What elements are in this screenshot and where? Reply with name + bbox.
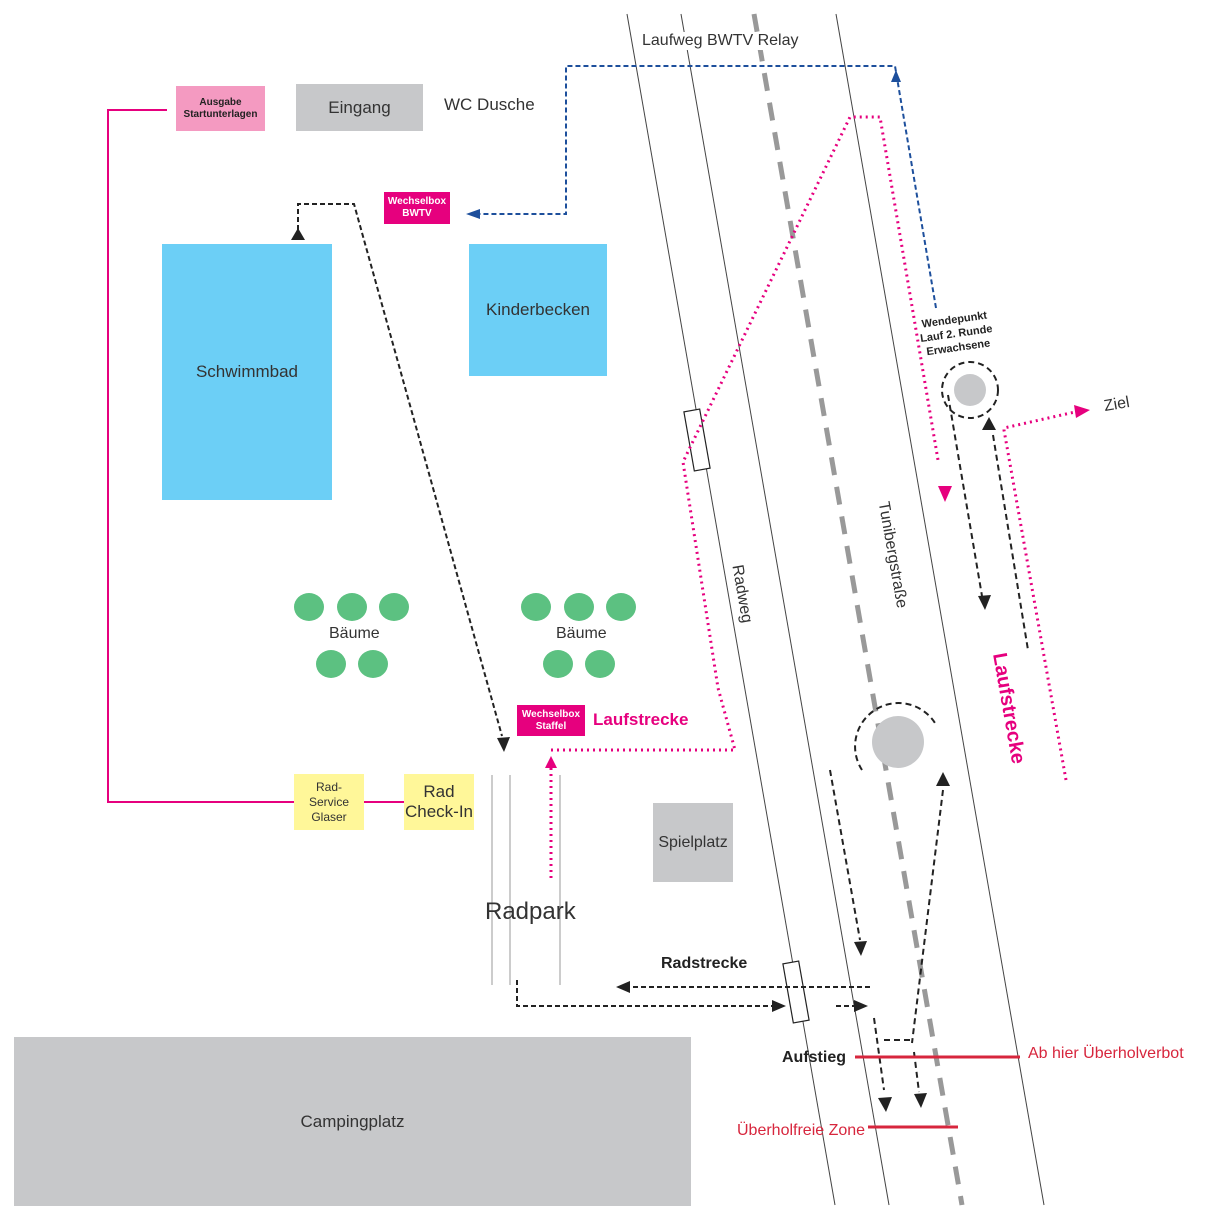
road-lines [626, 13, 1045, 1206]
road-center-line [751, 13, 965, 1206]
transition-path [297, 203, 503, 737]
tree-icon [521, 593, 551, 621]
laufstrecke-label: Laufstrecke [593, 710, 689, 729]
laufweg-bwtv-path [470, 65, 937, 309]
wc-dusche-label: WC Dusche [444, 95, 535, 114]
tree-icon [379, 593, 409, 621]
radpark-stalls [491, 775, 561, 985]
black-arrow-down-icon-4 [914, 1093, 927, 1108]
bridges [683, 408, 810, 1024]
black-arrow-left-icon [616, 981, 630, 993]
spielplatz-area: Spielplatz [653, 803, 733, 882]
roundabout-icon [872, 716, 924, 768]
eingang-area: Eingang [296, 84, 423, 131]
radstrecke-lower [516, 980, 775, 1007]
black-arrow-down-icon-3 [878, 1097, 892, 1112]
radstrecke-label: Radstrecke [661, 955, 748, 972]
tree-icon [316, 650, 346, 678]
ausgabe-startunterlagen: Ausgabe Startunterlagen [176, 86, 265, 131]
baeume-right-label: Bäume [556, 625, 607, 642]
blue-arrow-up-icon [891, 70, 901, 82]
magenta-arrow-up-icon [545, 756, 557, 768]
black-arrow-right-icon [772, 1000, 786, 1012]
baeume-left-label: Bäume [329, 625, 380, 642]
tree-icon [337, 593, 367, 621]
aufstieg-label: Aufstieg [782, 1049, 846, 1066]
tree-icon [358, 650, 388, 678]
tree-icon [585, 650, 615, 678]
schwimmbad-area: Schwimmbad [162, 244, 332, 500]
black-arrow-down-icon [497, 737, 510, 752]
black-arrow-right-icon-2 [854, 1000, 868, 1012]
wechselbox-bwtv: Wechselbox BWTV [384, 192, 450, 224]
rad-service-area: Rad- Service Glaser [294, 774, 364, 830]
tree-icon [564, 593, 594, 621]
radpark-label: Radpark [485, 898, 576, 925]
tree-icon [606, 593, 636, 621]
laufweg-bwtv-label: Laufweg BWTV Relay [640, 32, 801, 50]
tree-icon [543, 650, 573, 678]
kinderbecken-area: Kinderbecken [469, 244, 607, 376]
campingplatz-area: Campingplatz [14, 1037, 691, 1206]
magenta-arrow-right-icon [1074, 405, 1090, 418]
ueberholverbot-label: Ab hier Überholverbot [1028, 1045, 1184, 1062]
roundabout-icon-2 [954, 374, 986, 406]
rad-checkin-area: Rad Check-In [404, 774, 474, 830]
black-arrow-up-icon-2 [936, 772, 950, 786]
black-arrow-down-icon-2 [854, 941, 867, 956]
admin-path [107, 109, 294, 803]
black-arrow-up-icon-3 [982, 417, 996, 430]
magenta-arrow-down-icon [938, 486, 952, 502]
ueberholfreie-zone-label: Überholfreie Zone [737, 1122, 866, 1139]
blue-arrow-icon [466, 209, 480, 219]
tree-icon [294, 593, 324, 621]
wechselbox-staffel: Wechselbox Staffel [517, 705, 585, 736]
black-arrow-down-icon-5 [978, 595, 991, 610]
black-arrow-up-icon [291, 228, 305, 240]
